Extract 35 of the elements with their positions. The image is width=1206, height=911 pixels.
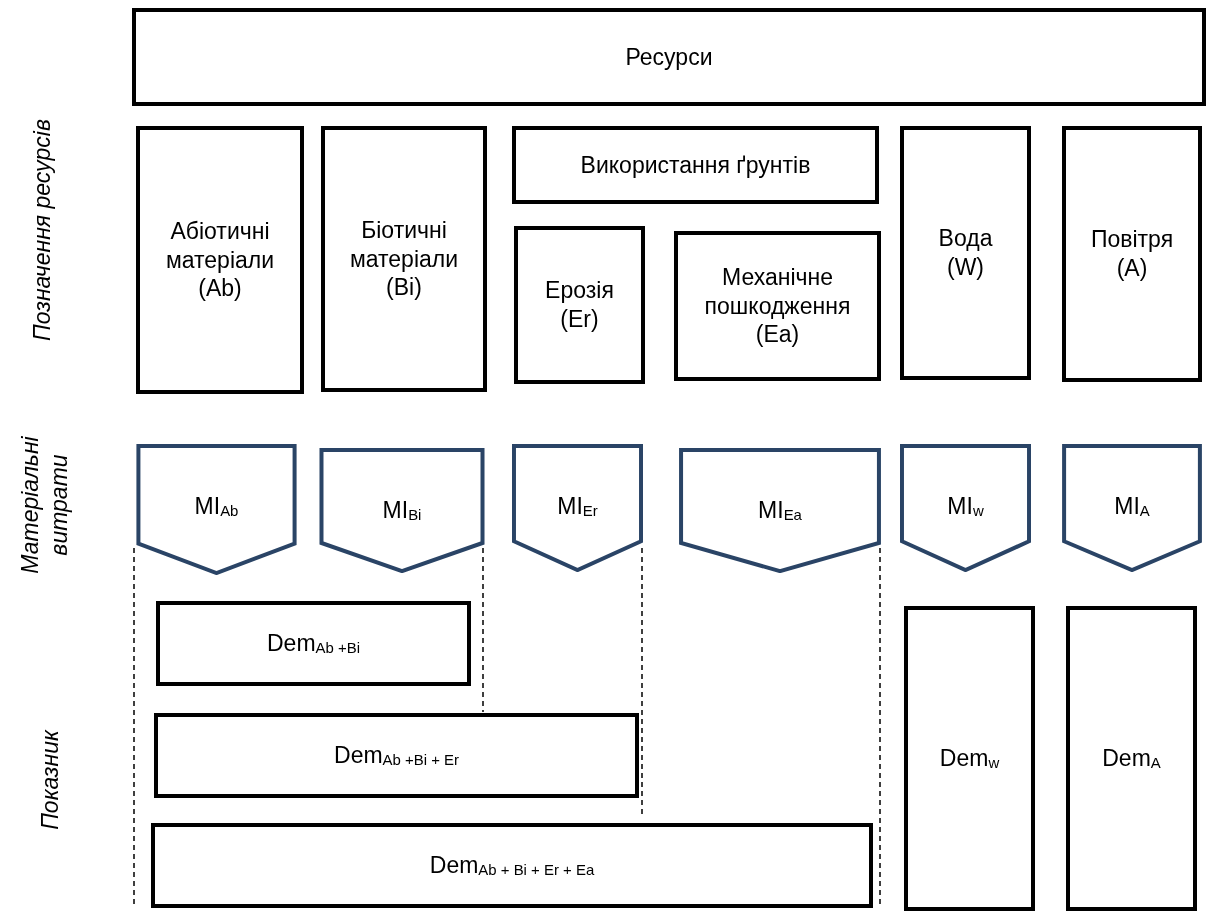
node-label: Ерозія (Er) (544, 276, 615, 334)
heading-box (132, 8, 1206, 106)
node-label: MI$_{Ea}$ (758, 496, 802, 525)
node-label: MI$_{Ab}$ (194, 492, 239, 521)
node-label: Механічне пошкодження (Ea) (703, 262, 852, 350)
node-label: MI$_{Bi}$ (382, 496, 422, 525)
resource-box (900, 126, 1031, 380)
node-label: Абіотичні матеріали (Ab) (164, 216, 276, 304)
node-label: Вода (W) (937, 224, 994, 282)
row-label: Показник (35, 730, 64, 830)
indicator-box (151, 823, 873, 908)
indicator-box (904, 606, 1035, 911)
node-label: Біотичні матеріали (Bi) (348, 215, 460, 303)
node-label: Dem$_{Ab +Bi}$ (267, 629, 360, 658)
node-label: Dem$_{w}$ (939, 744, 1000, 773)
resource-box (514, 226, 645, 384)
resource-box (1062, 126, 1202, 382)
resource-box (136, 126, 304, 394)
node-label: Dem$_{A}$ (1102, 744, 1161, 773)
row-label: Матеріальні витрати (16, 435, 73, 576)
resource-box (512, 126, 879, 204)
node-label: MI$_{w}$ (947, 492, 984, 521)
node-label: MI$_{A}$ (1114, 492, 1150, 521)
node-label: Повітря (A) (1089, 225, 1175, 283)
resource-box (674, 231, 881, 381)
node-label: Dem$_{Ab + Bi + Er + Ea}$ (429, 851, 595, 880)
node-label: MI$_{Er}$ (557, 492, 598, 521)
resource-box (321, 126, 487, 392)
node-label: Ресурси (625, 42, 713, 72)
row-label: Позначення ресурсів (27, 119, 56, 341)
node-label: Використання ґрунтів (580, 150, 811, 180)
node-label: Dem$_{Ab +Bi + Er}$ (334, 741, 459, 770)
indicator-box (1066, 606, 1197, 911)
indicator-box (156, 601, 471, 686)
indicator-box (154, 713, 639, 798)
